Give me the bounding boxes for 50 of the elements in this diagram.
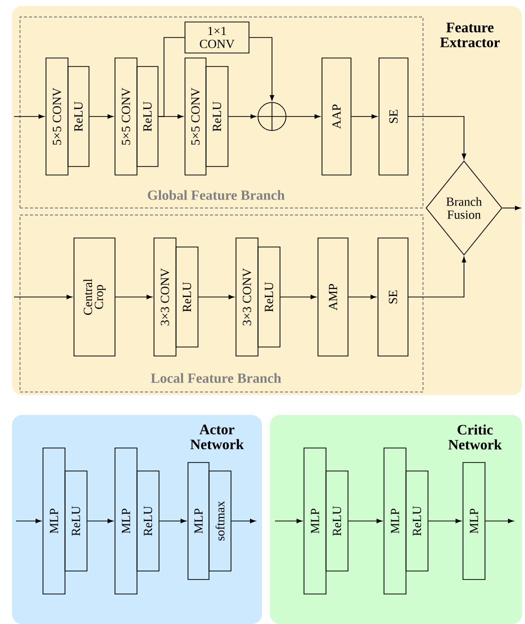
layer-box: MLP [304, 448, 326, 594]
arrow [428, 518, 462, 524]
layer-box: 3×3 CONV [154, 238, 176, 356]
arrow [274, 518, 302, 524]
layer-box: 5×5 CONV [114, 58, 138, 176]
layer-box: softmax [208, 470, 232, 572]
layer-box: SE [378, 238, 408, 356]
layer-box: ReLU [136, 470, 160, 572]
layer-box: ReLU [258, 246, 280, 348]
arrow [351, 114, 378, 119]
arrow [502, 206, 521, 210]
layer-box: AMP [318, 238, 348, 356]
layer-box: AAP [322, 58, 352, 176]
arrow [16, 518, 42, 524]
layer-box: 3×3 CONV [236, 238, 258, 356]
arrow [249, 37, 274, 101]
arrow [87, 518, 114, 524]
arrow [14, 114, 44, 119]
arrow [228, 114, 256, 119]
arrow [286, 114, 320, 119]
arrow [159, 518, 186, 524]
arrow [231, 518, 256, 524]
arrow [408, 116, 466, 160]
layer-box: ReLU [68, 66, 90, 167]
arrow [115, 294, 152, 300]
arrow [280, 294, 316, 300]
arrow [408, 256, 466, 298]
layer-box: ReLU [136, 66, 158, 167]
layer-box: MLP [462, 462, 486, 580]
layer-box: ReLU [326, 470, 348, 572]
arrow [348, 518, 382, 524]
arrow [14, 294, 72, 300]
arrow [89, 114, 114, 119]
layer-box: MLP [188, 462, 210, 580]
layer-box: ReLU [176, 246, 198, 348]
layer-box: ReLU [406, 470, 428, 572]
layer-box: SE [378, 58, 408, 176]
arrow [485, 518, 514, 524]
layer-box: 1×1 CONV [184, 22, 250, 54]
layer-box: ReLU [64, 470, 88, 572]
arrow [198, 294, 234, 300]
layer-box: 5×5 CONV [184, 58, 206, 176]
arrow [348, 294, 376, 300]
layer-box: MLP [114, 448, 138, 594]
layer-box: MLP [42, 448, 66, 594]
layer-box: 5×5 CONV [46, 58, 68, 176]
layer-box: ReLU [206, 66, 228, 167]
sum-symbol [258, 102, 286, 131]
layer-box: MLP [384, 448, 406, 594]
layer-box: Central Crop [74, 238, 116, 356]
